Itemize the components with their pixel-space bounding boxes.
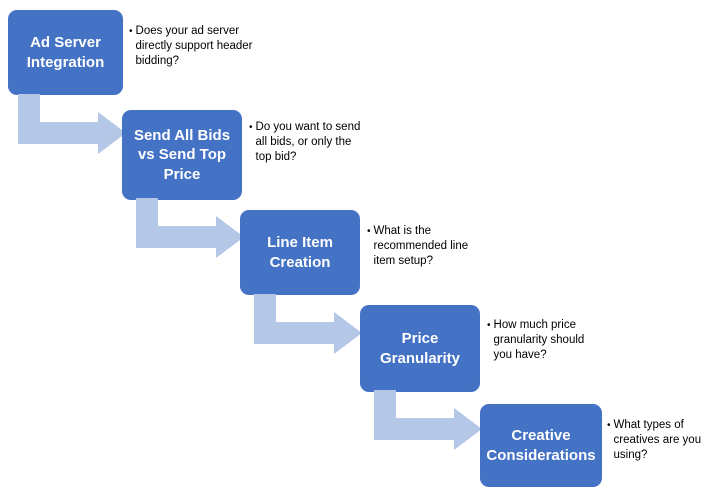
- down-right-arrow-icon: [136, 198, 246, 266]
- down-right-arrow-icon: [18, 94, 128, 162]
- bullet-text: What is the recommended line item setup?: [373, 225, 469, 268]
- down-right-arrow-icon: [374, 390, 484, 458]
- bullet-marker: •: [129, 26, 133, 37]
- step-box-send-all-bids: Send All Bids vs Send Top Price: [122, 110, 242, 200]
- bullet-item: • What is the recommended line item setu…: [367, 224, 489, 270]
- bullet-text: What types of creatives are you using?: [613, 419, 702, 462]
- bullet-item: • Does your ad server directly support h…: [129, 24, 256, 70]
- bullet-item: • Do you want to send all bids, or only …: [249, 120, 361, 166]
- bullet-text: Do you want to send all bids, or only th…: [255, 121, 361, 164]
- step-box-price-granularity: Price Granularity: [360, 305, 480, 392]
- step-box-line-item-creation: Line Item Creation: [240, 210, 360, 295]
- step-box-ad-server-integration: Ad Server Integration: [8, 10, 123, 95]
- step-title: Send All Bids vs Send Top Price: [133, 126, 231, 183]
- bullet-marker: •: [249, 122, 253, 133]
- bullet-text: How much price granularity should you ha…: [493, 319, 585, 362]
- bullet-marker: •: [487, 320, 491, 331]
- bullet-marker: •: [367, 226, 371, 237]
- step-title: Ad Server Integration: [26, 34, 105, 71]
- step-title: Creative Considerations: [486, 427, 596, 464]
- step-title: Price Granularity: [379, 330, 461, 367]
- bullet-item: • What types of creatives are you using?: [607, 418, 717, 464]
- step-title: Line Item Creation: [267, 234, 333, 271]
- bullet-text: Does your ad server directly support hea…: [135, 25, 253, 68]
- bullet-item: • How much price granularity should you …: [487, 318, 605, 364]
- step-box-creative-considerations: Creative Considerations: [480, 404, 602, 487]
- bullet-marker: •: [607, 420, 611, 431]
- down-right-arrow-icon: [254, 294, 364, 362]
